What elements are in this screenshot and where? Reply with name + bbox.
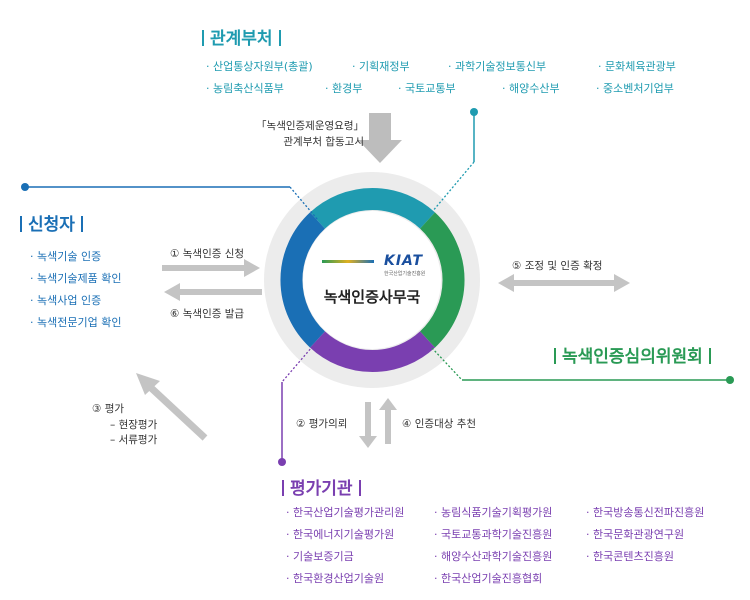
agency-item: · 한국콘텐츠진흥원 xyxy=(586,550,674,563)
ministry-item: · 문화체육관광부 xyxy=(598,60,676,73)
ring-segment-purple xyxy=(310,331,435,372)
step-evaluate-label: ③ 평가 xyxy=(92,403,125,415)
arrow-apply xyxy=(162,259,260,277)
ministry-item: · 산업통상자원부(총괄) xyxy=(206,60,313,73)
step-evaluate-sub1: – 현장평가 xyxy=(110,419,158,431)
ministries-title: 관계부처 xyxy=(196,24,287,49)
applicant-title: 신청자 xyxy=(14,210,89,235)
agency-item: · 한국에너지기술평가원 xyxy=(286,528,395,541)
agency-item: · 해양수산과학기술진흥원 xyxy=(434,550,553,563)
ministry-item: · 과학기술정보통신부 xyxy=(448,60,547,73)
step-recommend-label: ④ 인증대상 추천 xyxy=(402,418,477,430)
step-confirm-label: ⑤ 조정 및 인증 확정 xyxy=(512,260,603,272)
title-bar xyxy=(20,216,22,232)
notice-line1: 「녹색인증제운영요령」 xyxy=(256,120,364,132)
ministry-label: 환경부 xyxy=(332,82,363,95)
ministry-down-arrow xyxy=(358,113,402,163)
arrow-request-evaluation xyxy=(359,402,377,448)
title-bar xyxy=(708,348,711,364)
applicant-item: · 녹색사업 인증 xyxy=(30,294,102,307)
ministry-item: · 중소벤처기업부 xyxy=(596,82,674,95)
ring-segment-green xyxy=(419,212,465,348)
ministry-item: · 국토교통부 xyxy=(398,82,456,95)
arrow-confirm xyxy=(498,274,630,292)
agency-label: 한국콘텐츠진흥원 xyxy=(593,550,674,563)
applicant-item: · 녹색기술제품 확인 xyxy=(30,272,122,285)
title-bar xyxy=(282,480,284,496)
ministry-label: 문화체육관광부 xyxy=(605,60,676,73)
agency-label: 한국방송통신전파진흥원 xyxy=(593,506,705,519)
applicant-title-text: 신청자 xyxy=(28,215,75,235)
agency-item: · 기술보증기금 xyxy=(286,550,354,563)
logo-stripe xyxy=(322,260,374,263)
step-issue-label: ⑥ 녹색인증 발급 xyxy=(170,308,245,320)
ministry-item: · 기획재정부 xyxy=(352,60,410,73)
center-core xyxy=(303,211,441,349)
title-bar xyxy=(358,480,361,496)
agency-label: 국토교통과학기술진흥원 xyxy=(441,528,553,541)
title-bar xyxy=(202,30,204,46)
agency-label: 한국문화관광연구원 xyxy=(593,528,685,541)
agency-label: 한국에너지기술평가원 xyxy=(293,528,395,541)
agency-label: 한국산업기술평가관리원 xyxy=(293,506,405,519)
connector-applicant xyxy=(21,183,319,221)
agency-item: · 국토교통과학기술진흥원 xyxy=(434,528,553,541)
ring-segment-teal xyxy=(310,188,435,229)
applicant-label: 녹색기술 인증 xyxy=(37,250,102,263)
ministry-item: · 해양수산부 xyxy=(502,82,560,95)
ministries-title-text: 관계부처 xyxy=(210,29,273,49)
applicant-item: · 녹색전문기업 확인 xyxy=(30,316,122,329)
agency-label: 기술보증기금 xyxy=(293,550,354,563)
ministry-label: 국토교통부 xyxy=(405,82,456,95)
ministry-label: 과학기술정보통신부 xyxy=(455,60,547,73)
agency-item: · 한국환경산업기술원 xyxy=(286,572,385,585)
ministry-label: 중소벤처기업부 xyxy=(603,82,674,95)
agencies-title-text: 평가기관 xyxy=(290,479,353,499)
applicant-label: 녹색기술제품 확인 xyxy=(37,272,122,285)
center-title: 녹색인증사무국 xyxy=(323,288,421,306)
agency-item: · 한국산업기술평가관리원 xyxy=(286,506,405,519)
logo-subtext: 한국산업기술진흥원 xyxy=(384,271,426,277)
applicant-label: 녹색전문기업 확인 xyxy=(37,316,122,329)
agency-label: 한국환경산업기술원 xyxy=(293,572,385,585)
agency-item: · 한국산업기술진흥협회 xyxy=(434,572,543,585)
ministry-label: 기획재정부 xyxy=(359,60,410,73)
step-apply-label: ① 녹색인증 신청 xyxy=(170,248,245,260)
title-bar xyxy=(554,348,556,364)
agency-item: · 한국문화관광연구원 xyxy=(586,528,685,541)
arrow-evaluate xyxy=(136,373,208,441)
logo-text: KIAT xyxy=(384,253,424,269)
ministry-item: · 환경부 xyxy=(325,82,363,95)
arrow-recommend xyxy=(379,398,397,444)
kiat-logo: KIAT 한국산업기술진흥원 xyxy=(322,253,426,277)
center-ring xyxy=(280,188,465,372)
agency-item: · 농림식품기술기획평가원 xyxy=(434,506,553,519)
step-request-label: ② 평가의뢰 xyxy=(296,418,348,430)
ministry-label: 해양수산부 xyxy=(509,82,560,95)
committee-title-text: 녹색인증심의위원회 xyxy=(562,347,703,367)
connector-committee xyxy=(431,347,734,384)
ministry-label: 농림축산식품부 xyxy=(213,82,284,95)
ministry-item: · 농림축산식품부 xyxy=(206,82,284,95)
agency-label: 농림식품기술기획평가원 xyxy=(441,506,553,519)
ministry-label: 산업통상자원부(총괄) xyxy=(213,60,313,73)
applicant-item: · 녹색기술 인증 xyxy=(30,250,102,263)
arrow-issue xyxy=(164,283,262,301)
connector-ministries xyxy=(431,108,478,213)
connector-agencies xyxy=(278,339,319,466)
ring-segment-blue xyxy=(280,212,326,348)
agencies-title: 평가기관 xyxy=(276,474,367,499)
agency-label: 해양수산과학기술진흥원 xyxy=(441,550,553,563)
title-bar xyxy=(278,30,281,46)
notice-line2: 관계부처 합동고시 xyxy=(283,136,364,148)
applicant-label: 녹색사업 인증 xyxy=(37,294,102,307)
step-evaluate-sub2: – 서류평가 xyxy=(110,434,158,446)
agency-item: · 한국방송통신전파진흥원 xyxy=(586,506,705,519)
agency-label: 한국산업기술진흥협회 xyxy=(441,572,543,585)
committee-title: 녹색인증심의위원회 xyxy=(548,342,717,367)
title-bar xyxy=(80,216,83,232)
